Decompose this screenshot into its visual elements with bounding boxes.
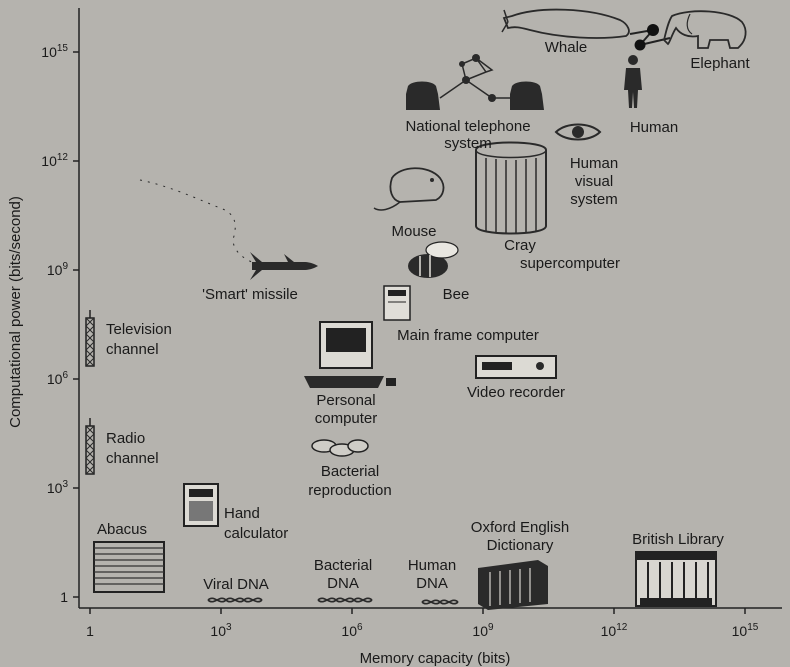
dictionary-icon: [478, 560, 548, 610]
bacteria-icon: [311, 439, 369, 457]
cray-icon: [475, 141, 547, 235]
label-bact-rep-2: reproduction: [308, 482, 391, 499]
label-pc-2: computer: [315, 410, 378, 427]
eye-icon: [554, 123, 602, 141]
label-human: Human: [630, 119, 678, 136]
telephone-network-icon: [406, 54, 544, 110]
personal-computer-icon: [304, 321, 396, 388]
tv-tower-icon: [85, 310, 95, 367]
label-oed-2: Dictionary: [487, 537, 554, 554]
label-tv-2: channel: [106, 341, 159, 358]
label-whale: Whale: [545, 39, 588, 56]
label-elephant: Elephant: [690, 55, 750, 72]
y-tick-label: 1: [60, 589, 68, 605]
label-telephone-2: system: [444, 135, 492, 152]
label-library: British Library: [632, 531, 724, 548]
label-radio-2: channel: [106, 450, 159, 467]
x-tick-label: 109: [472, 622, 494, 639]
x-axis-title: Memory capacity (bits): [360, 650, 511, 667]
point-elephant: [634, 39, 646, 51]
label-abacus: Abacus: [97, 521, 147, 538]
y-tick-label: 103: [47, 479, 69, 496]
label-oed-1: Oxford English: [471, 519, 569, 536]
label-calc-2: calculator: [224, 525, 288, 542]
viral-dna-icon: [207, 597, 263, 603]
x-tick-label: 103: [210, 622, 232, 639]
x-tick-label: 1015: [732, 622, 759, 639]
calculator-icon: [183, 483, 219, 527]
label-telephone-1: National telephone: [405, 118, 530, 135]
bee-icon: [408, 241, 459, 278]
label-calc-1: Hand: [224, 505, 260, 522]
label-tv-1: Television: [106, 321, 172, 338]
mouse-icon: [373, 167, 445, 211]
label-mouse: Mouse: [391, 223, 436, 240]
label-cray-1: Cray: [504, 237, 536, 254]
radio-tower-icon: [85, 418, 95, 475]
label-bact-rep-1: Bacterial: [321, 463, 379, 480]
x-tick-label: 106: [341, 622, 363, 639]
label-visual-1: Human: [570, 155, 618, 172]
bacterial-dna-icon: [317, 597, 373, 603]
label-missile: 'Smart' missile: [202, 286, 298, 303]
label-viral: Viral DNA: [203, 576, 269, 593]
label-bee: Bee: [443, 286, 470, 303]
abacus-icon: [93, 541, 165, 593]
label-pc-1: Personal: [316, 392, 375, 409]
mainframe-icon: [383, 285, 411, 321]
y-tick-label: 106: [47, 370, 69, 387]
human-icon: [624, 55, 642, 108]
label-vcr: Video recorder: [467, 384, 565, 401]
y-tick-label: 1012: [41, 152, 68, 169]
label-visual-3: system: [570, 191, 618, 208]
label-radio-1: Radio: [106, 430, 145, 447]
label-human-dna-1: Human: [408, 557, 456, 574]
label-cray-2: supercomputer: [520, 255, 620, 272]
human-dna-icon: [421, 599, 459, 605]
x-tick-label: 1012: [601, 622, 628, 639]
label-bact-dna-1: Bacterial: [314, 557, 372, 574]
y-tick-label: 1015: [41, 43, 68, 60]
label-human-dna-2: DNA: [416, 575, 448, 592]
y-tick-label: 109: [47, 261, 69, 278]
tick-group: 1103106109101210151018110310610910121015: [41, 43, 759, 639]
video-recorder-icon: [475, 355, 557, 379]
y-axis-title: Computational power (bits/second): [7, 196, 24, 428]
label-visual-2: visual: [575, 173, 613, 190]
point-whale: [647, 24, 659, 36]
missile-icon: [139, 179, 318, 280]
label-bact-dna-2: DNA: [327, 575, 359, 592]
elephant-icon: [663, 10, 747, 49]
plot-area: 1103106109101210151018110310610910121015…: [7, 8, 782, 667]
whale-icon: [501, 8, 630, 39]
x-tick-label: 1: [86, 623, 94, 639]
label-mainframe: Main frame computer: [397, 327, 539, 344]
library-icon: [635, 551, 717, 607]
